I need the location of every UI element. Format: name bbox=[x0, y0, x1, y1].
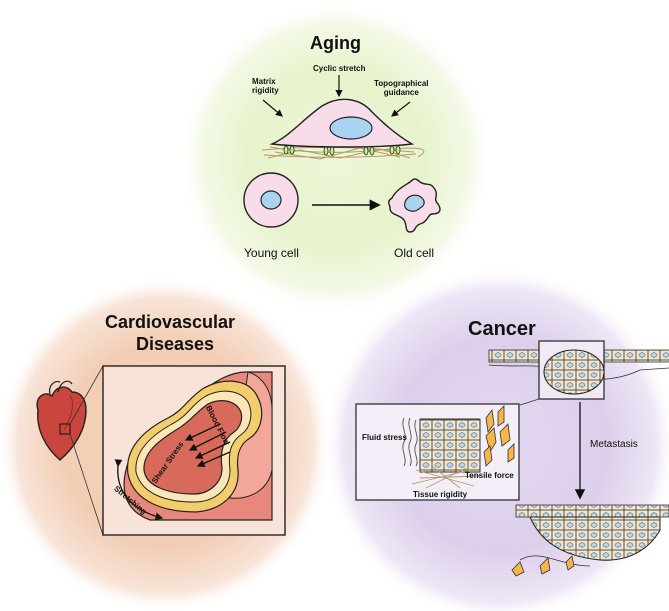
tensile-cells bbox=[483, 405, 515, 467]
heart-icon bbox=[36, 380, 87, 461]
topographical-guidance-label: Topographical guidance bbox=[374, 79, 429, 97]
focal-adhesions bbox=[283, 145, 401, 156]
fluid-stress-lines bbox=[402, 417, 418, 467]
zoom-line-bottom bbox=[69, 433, 104, 536]
cyclic-stretch-label: Cyclic stretch bbox=[313, 64, 366, 73]
stretching-arrow bbox=[114, 459, 164, 521]
aging-title: Aging bbox=[310, 33, 361, 53]
shear-stress-arrows bbox=[184, 423, 231, 467]
aging-background-glow bbox=[178, 0, 494, 316]
zoom-line-top bbox=[69, 365, 104, 425]
tissue-rigidity-label: Tissue rigidity bbox=[413, 490, 468, 499]
invading-tumor bbox=[511, 504, 669, 577]
matrix-rigidity-arrow bbox=[262, 99, 283, 117]
matrix-rigidity-label: Matrix rigidity bbox=[252, 77, 279, 95]
aging-panel bbox=[243, 75, 441, 233]
cancer-title: Cancer bbox=[468, 318, 536, 340]
topographical-guidance-arrow bbox=[391, 101, 411, 117]
old-cell-label: Old cell bbox=[394, 246, 435, 260]
young-cell-label: Young cell bbox=[244, 246, 299, 260]
cardio-panel bbox=[36, 365, 286, 536]
fluid-stress-label: Fluid stress bbox=[362, 433, 407, 442]
primary-tumor bbox=[543, 349, 605, 395]
cardio-title-line1: Cardiovascular bbox=[105, 312, 236, 332]
metastasis-label: Metastasis bbox=[590, 439, 638, 450]
tensile-force-label: Tensile force bbox=[465, 471, 514, 480]
cardio-title-line2: Diseases bbox=[136, 334, 215, 354]
young-cell-nucleus bbox=[260, 190, 282, 210]
cell-cluster bbox=[419, 418, 481, 473]
tumor-zoom-line bbox=[519, 398, 540, 406]
tissue-rigidity-fibers bbox=[411, 465, 481, 489]
old-cell-nucleus bbox=[404, 194, 425, 212]
cancer-panel bbox=[355, 340, 669, 577]
spread-cell-nucleus bbox=[329, 116, 373, 140]
